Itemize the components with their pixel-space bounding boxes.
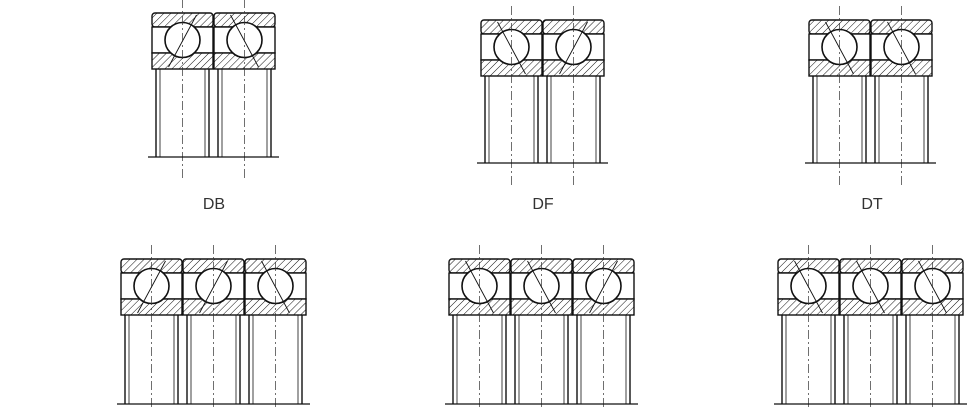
bearing-unit (448, 245, 511, 410)
arrangement-db (148, 0, 279, 181)
arrangement-df (477, 6, 608, 187)
bearing-unit (870, 6, 933, 187)
bearing-unit (480, 6, 543, 187)
bearing-unit (182, 245, 245, 410)
bearing-unit (244, 245, 307, 410)
arrangement-dt (805, 6, 936, 187)
bearing-unit (808, 6, 871, 187)
arrangement-triple-1 (117, 245, 310, 410)
bearing-unit (213, 0, 276, 181)
bearing-unit (839, 245, 902, 410)
bearing-unit (777, 245, 840, 410)
bearing-unit (510, 245, 573, 410)
label-db: DB (203, 196, 225, 213)
bearing-unit (901, 245, 964, 410)
bearing-unit (151, 0, 214, 181)
label-dt: DT (861, 196, 883, 213)
arrangement-triple-3 (774, 245, 967, 410)
bearing-unit (120, 245, 183, 410)
bearing-unit (542, 6, 605, 187)
bearing-unit (572, 245, 635, 410)
arrangement-triple-2 (445, 245, 638, 410)
label-df: DF (532, 196, 554, 213)
